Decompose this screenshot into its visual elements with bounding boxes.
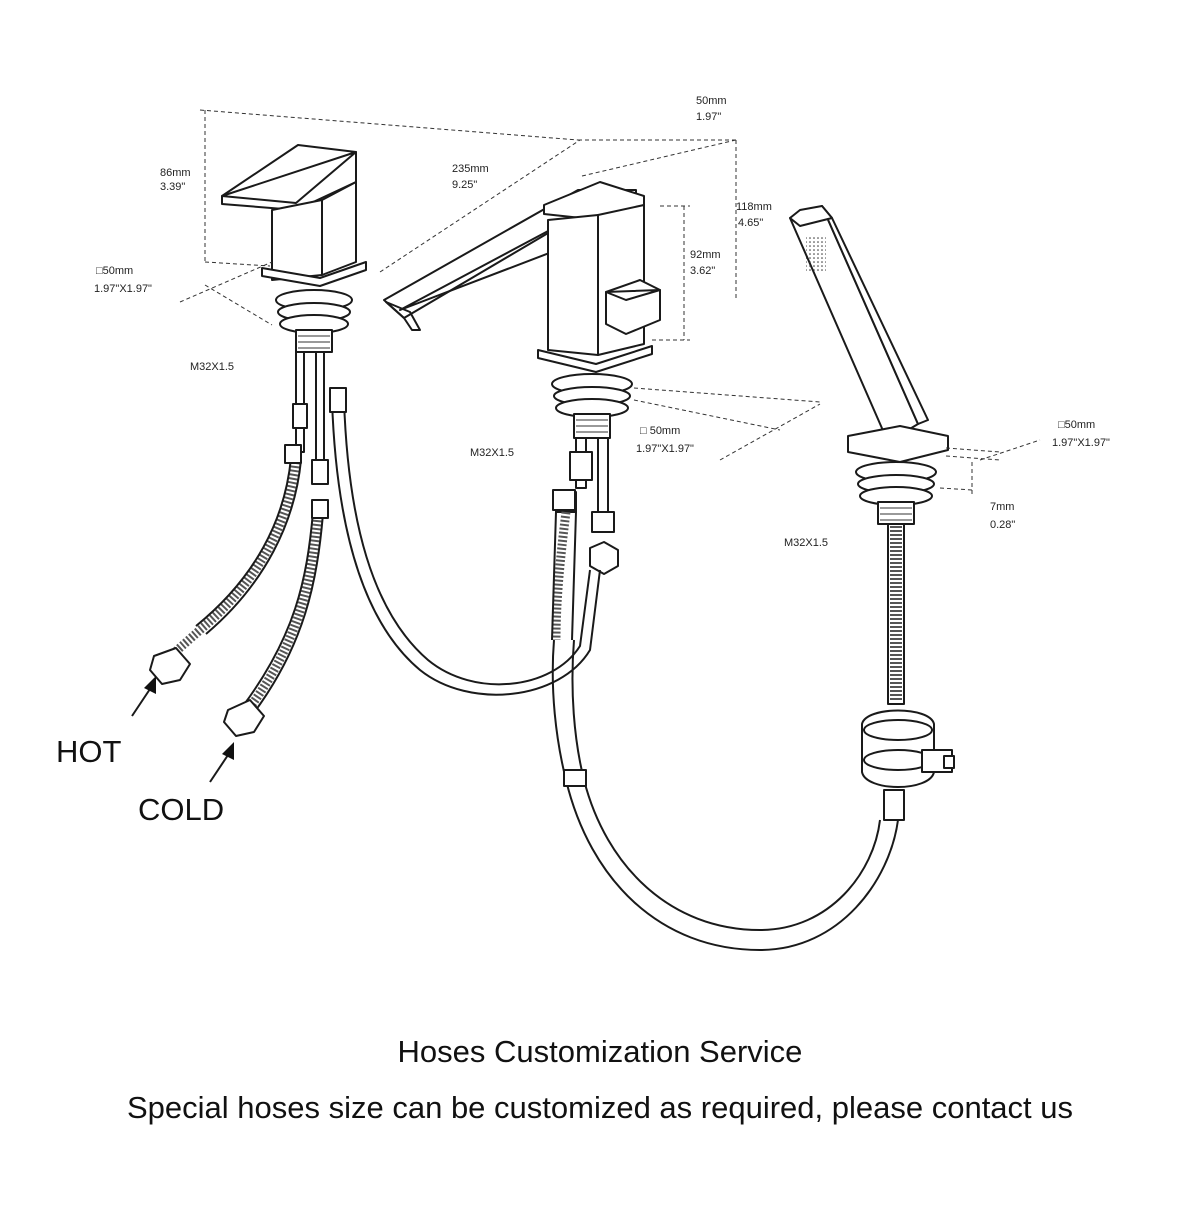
center-base-mm: □ 50mm	[640, 425, 680, 437]
spout-height-in: 3.62"	[690, 265, 715, 277]
center-base-in: 1.97"X1.97"	[636, 443, 694, 455]
spout-length-mm: 235mm	[452, 163, 489, 175]
left-height-in: 3.39"	[160, 181, 185, 193]
shower-height-mm: 118mm	[736, 201, 772, 213]
left-base-in: 1.97"X1.97"	[94, 283, 152, 295]
center-faucet	[379, 139, 821, 575]
right-gap-in: 0.28"	[990, 519, 1015, 531]
center-hoses	[329, 387, 899, 952]
right-gap-mm: 7mm	[990, 501, 1014, 513]
cold-arrow	[209, 742, 234, 783]
right-thread: M32X1.5	[784, 537, 828, 549]
spout-length-in: 9.25"	[452, 179, 477, 191]
cold-label: COLD	[138, 792, 224, 827]
right-base-in: 1.97"X1.97"	[1052, 437, 1110, 449]
caption-subtitle: Special hoses size can be customized as …	[126, 1090, 1074, 1125]
spout-width-mm: 50mm	[696, 95, 727, 107]
hand-shower	[789, 205, 1041, 821]
right-base-mm: □50mm	[1058, 419, 1095, 431]
left-faucet	[179, 109, 579, 485]
left-thread: M32X1.5	[190, 361, 234, 373]
shower-height-in: 4.65"	[738, 217, 763, 229]
spout-width-in: 1.97"	[696, 111, 721, 123]
center-thread: M32X1.5	[470, 447, 514, 459]
spout-height-mm: 92mm	[690, 249, 721, 261]
hot-label: HOT	[56, 734, 122, 769]
left-supply-hoses	[149, 444, 329, 737]
caption-title: Hoses Customization Service	[397, 1034, 803, 1069]
left-height-mm: 86mm	[160, 167, 191, 179]
hot-arrow	[131, 676, 156, 717]
left-base-mm: □50mm	[96, 265, 133, 277]
